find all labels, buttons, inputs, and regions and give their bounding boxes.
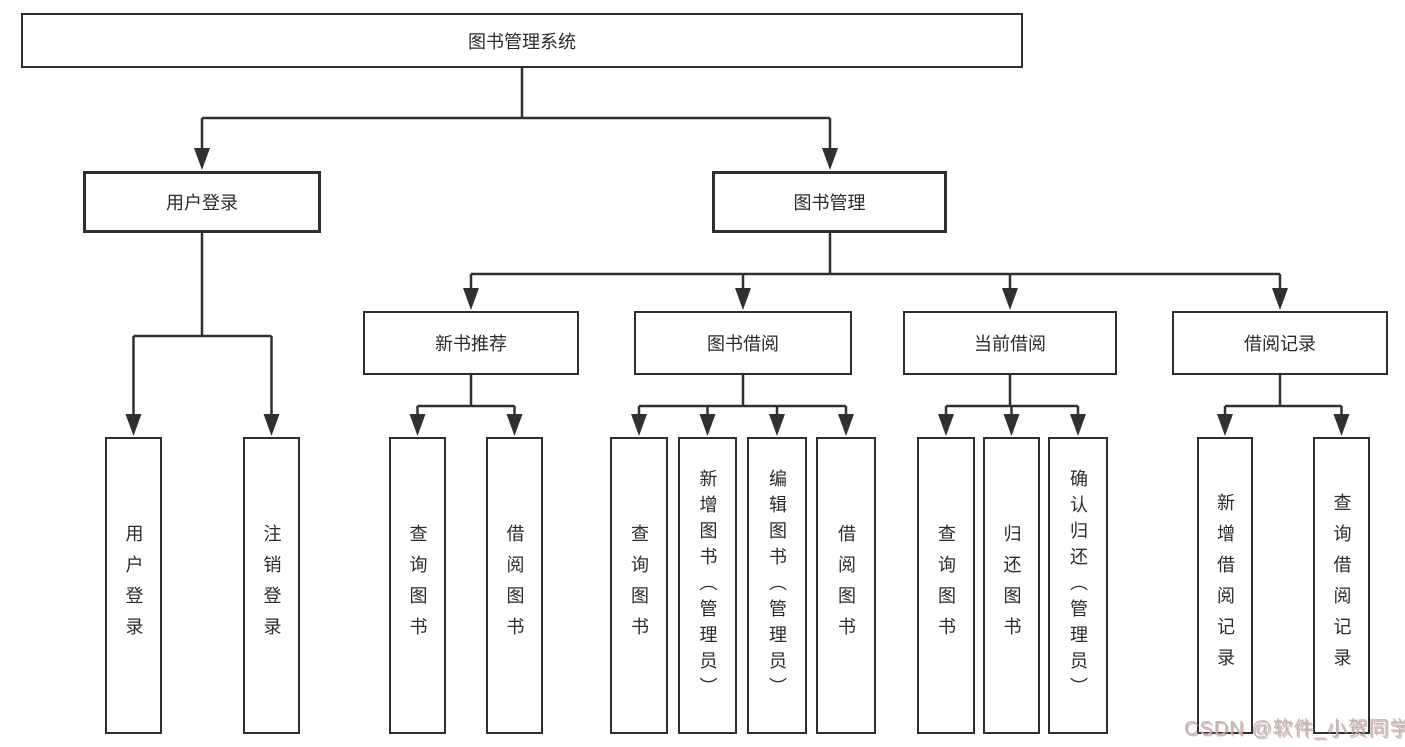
leaf-add-books-admin: 新增图书（管理员）: [678, 437, 737, 734]
leaf-logout: 注销登录: [243, 437, 300, 734]
node-new-book-recommend: 新书推荐: [363, 311, 579, 375]
node-current-borrow: 当前借阅: [903, 311, 1117, 375]
leaf-borrow-books-2: 借阅图书: [816, 437, 876, 734]
leaf-edit-books-admin: 编辑图书（管理员）: [747, 437, 807, 734]
leaf-return-books: 归还图书: [983, 437, 1040, 734]
leaf-query-books-1: 查询图书: [389, 437, 446, 734]
leaf-add-borrow-record: 新增借阅记录: [1197, 437, 1253, 734]
leaf-query-books-3: 查询图书: [917, 437, 975, 734]
leaf-query-borrow-record: 查询借阅记录: [1313, 437, 1370, 734]
node-user-login: 用户登录: [83, 171, 321, 233]
node-book-borrow: 图书借阅: [634, 311, 852, 375]
leaf-query-books-2: 查询图书: [610, 437, 668, 734]
node-borrow-records: 借阅记录: [1172, 311, 1388, 375]
watermark: CSDN @软件_小贺同学: [1184, 718, 1405, 740]
node-book-management: 图书管理: [712, 171, 947, 233]
leaf-borrow-books-1: 借阅图书: [486, 437, 543, 734]
node-root: 图书管理系统: [21, 13, 1023, 68]
leaf-confirm-return-admin: 确认归还（管理员）: [1048, 437, 1108, 734]
leaf-user-login: 用户登录: [105, 437, 162, 734]
